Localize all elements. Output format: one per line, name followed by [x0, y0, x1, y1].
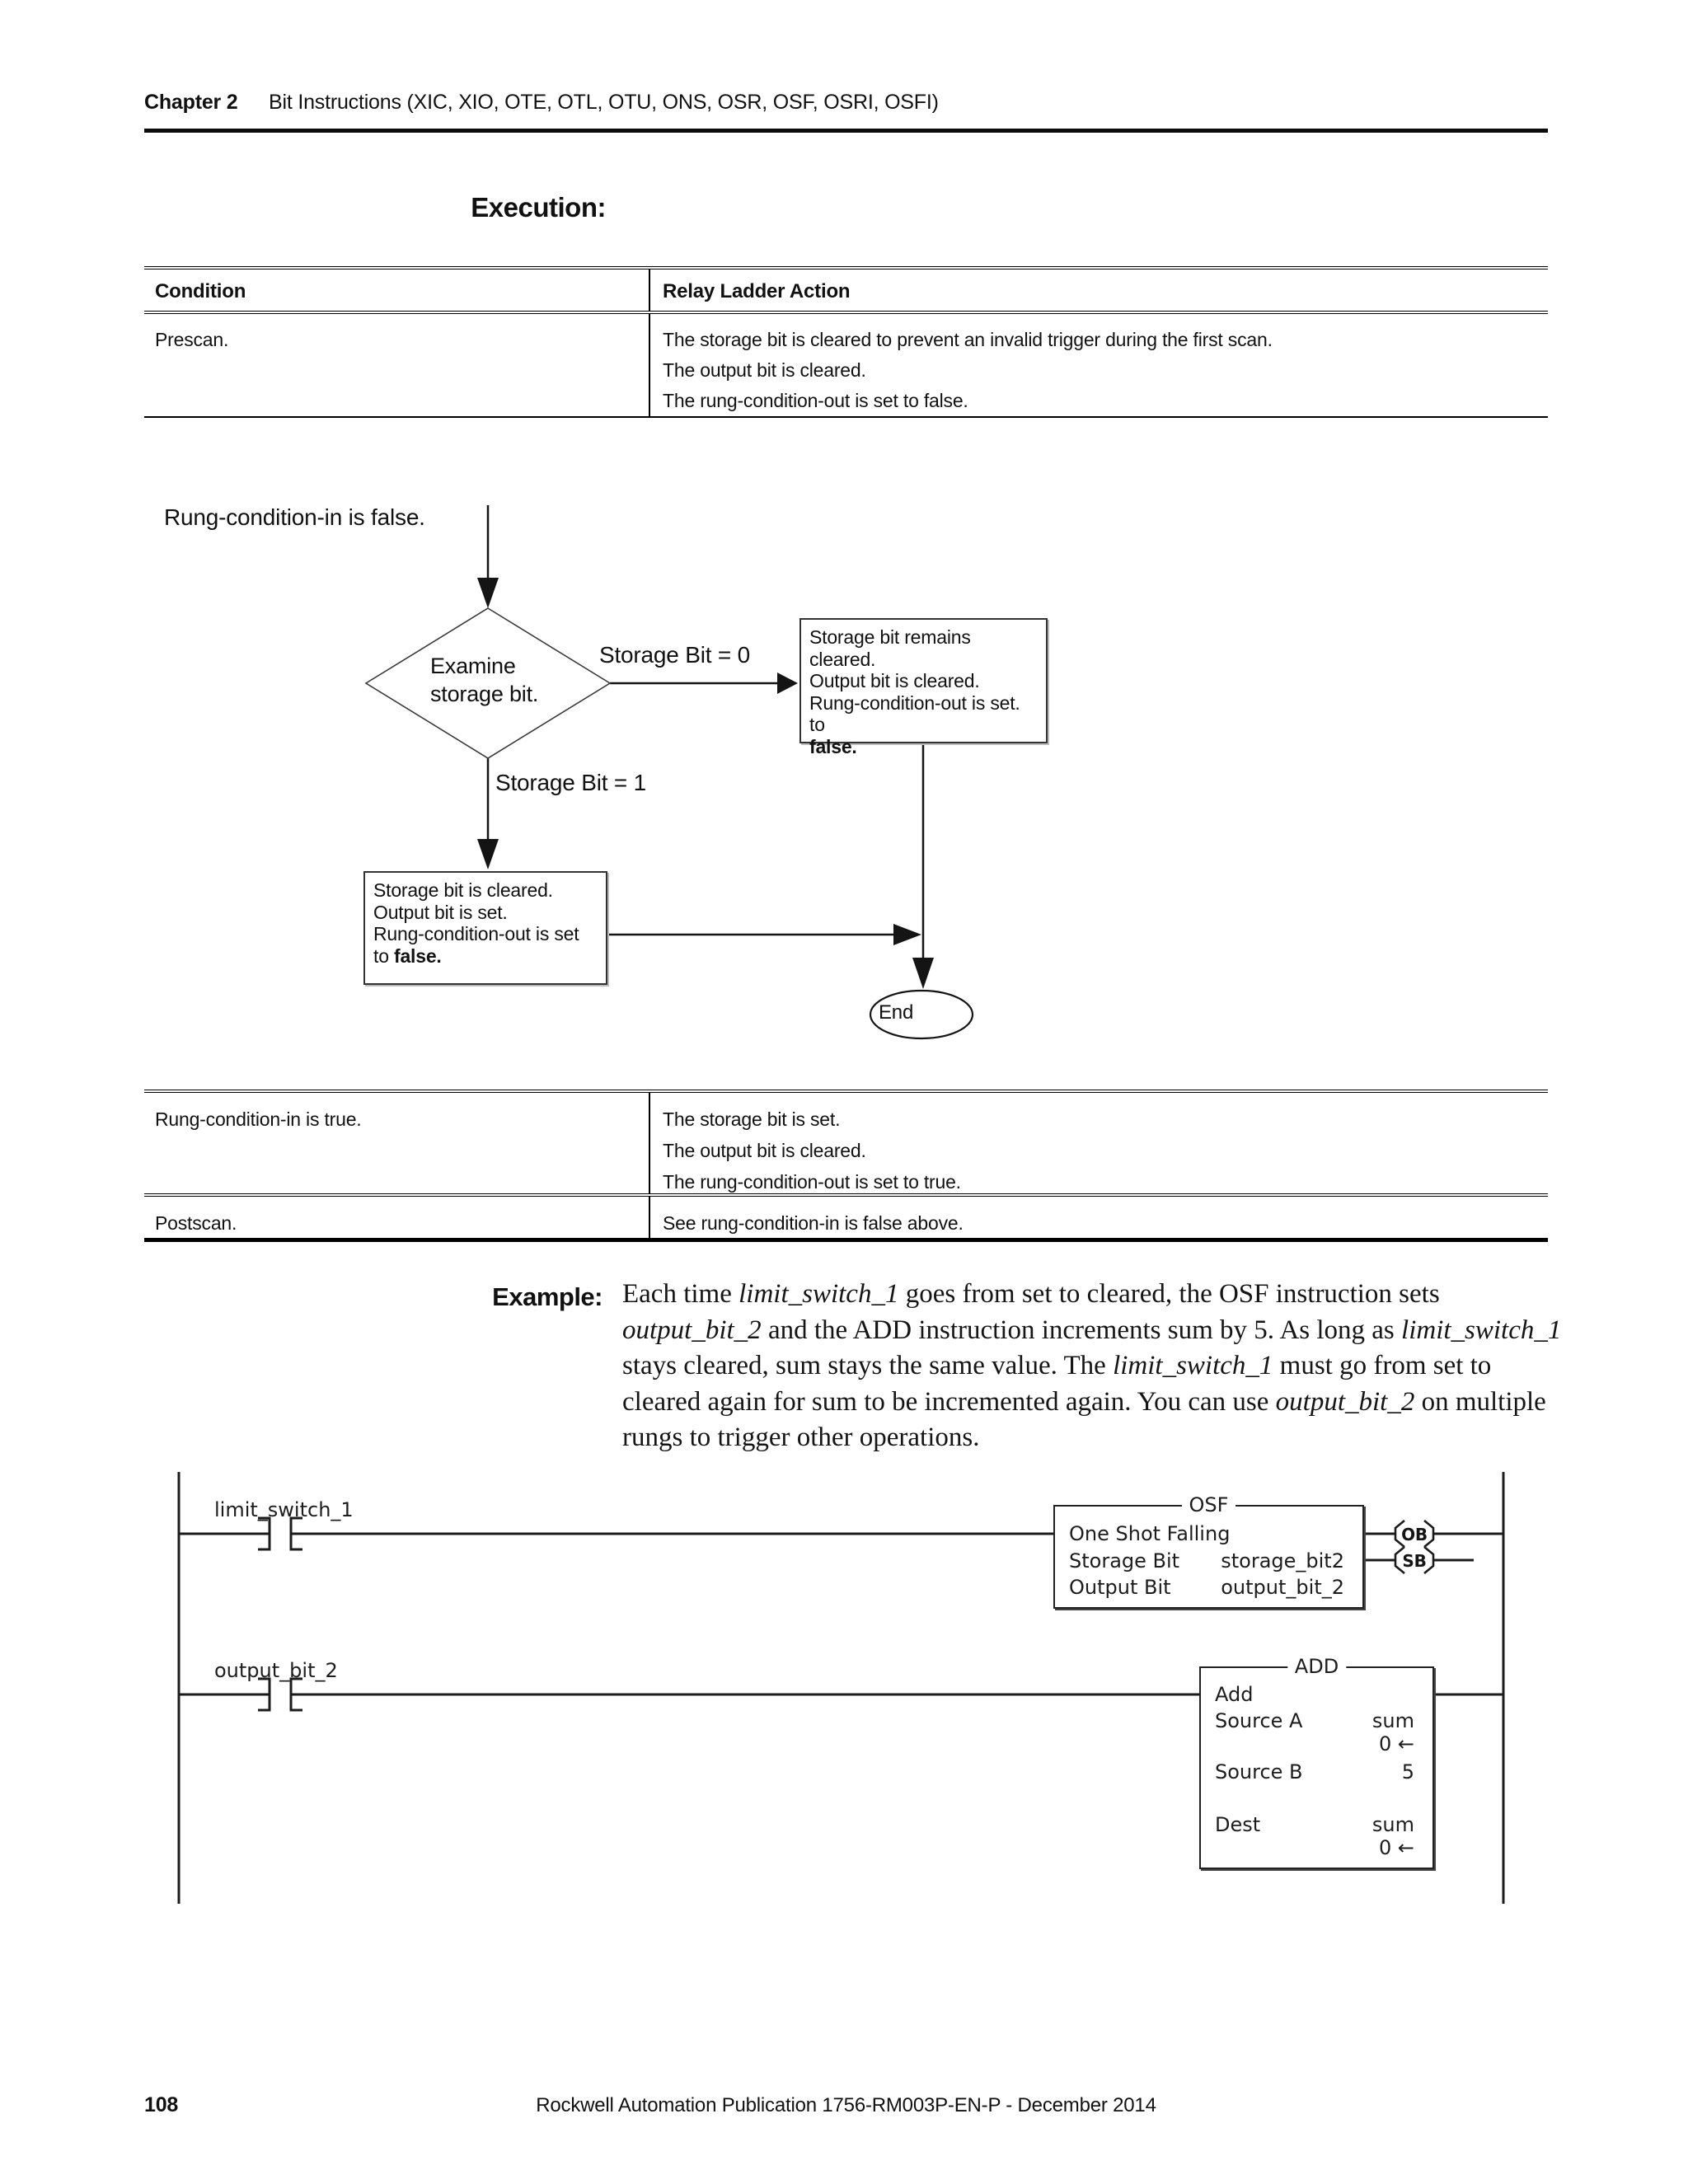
- prescan-condition: Prescan.: [155, 329, 229, 350]
- ob-coil-right-paren: [1423, 1519, 1435, 1549]
- osf-output-key: Output Bit: [1069, 1576, 1171, 1599]
- sb-coil-label: SB: [1402, 1551, 1426, 1571]
- execution-heading: Execution:: [471, 192, 606, 223]
- add-sourceb-key: Source B: [1215, 1760, 1303, 1783]
- rung-true-action-3: The rung-condition-out is set to true.: [663, 1171, 961, 1193]
- example-paragraph: Each time limit_switch_1 goes from set t…: [622, 1279, 1562, 1452]
- add-sourcea-value: sum: [1372, 1709, 1414, 1732]
- branch-storage-bit-1-label: Storage Bit = 1: [495, 770, 647, 795]
- rung-true-action-1: The storage bit is set.: [663, 1108, 841, 1130]
- osf-storage-row: Storage Bit storage_bit2: [1055, 1549, 1362, 1572]
- end-label: End: [879, 1001, 914, 1024]
- diamond-text-line1: Examine: [430, 654, 516, 678]
- contact1-left-bar: [258, 1516, 271, 1551]
- decision-diamond: [364, 607, 612, 759]
- execution-table-top: Condition Relay Ladder Action Prescan. T…: [144, 266, 1548, 418]
- rung-true-actions: The storage bit is set. The output bit i…: [649, 1093, 1548, 1193]
- storage0-line4-bold: false.: [809, 735, 857, 757]
- prescan-action-3: The rung-condition-out is set to false.: [663, 390, 968, 411]
- osf-output-row: Output Bit output_bit_2: [1055, 1576, 1362, 1599]
- add-sourcea-key: Source A: [1215, 1709, 1303, 1732]
- osf-output-value: output_bit_2: [1221, 1576, 1344, 1599]
- postscan-action-1: See rung-condition-in is false above.: [663, 1212, 964, 1234]
- sb-coil-right-paren: [1423, 1545, 1435, 1575]
- storage0-result-box: Storage bit remains cleared. Output bit …: [799, 618, 1048, 757]
- add-desc-row: Add: [1201, 1683, 1432, 1706]
- example-heading: Example:: [492, 1282, 603, 1311]
- osf-block-title: OSF: [1181, 1493, 1236, 1516]
- storage1-line4-bold: false.: [393, 944, 442, 967]
- add-block-title: ADD: [1287, 1655, 1347, 1678]
- col-header-action: Relay Ladder Action: [649, 269, 1548, 311]
- col-header-condition: Condition: [155, 280, 246, 302]
- add-dest-value: sum: [1372, 1813, 1414, 1836]
- table-row-postscan: Postscan. See rung-condition-in is false…: [144, 1197, 1548, 1242]
- storage1-line2: Output bit is set.: [373, 901, 508, 923]
- storage1-result-box: Storage bit is cleared. Output bit is se…: [363, 871, 607, 985]
- arrowhead-into-rightbox: [777, 673, 798, 694]
- storage0-line1: Storage bit remains cleared.: [809, 626, 971, 670]
- chapter-rule: [144, 129, 1548, 133]
- table-header-row: Condition Relay Ladder Action: [144, 269, 1548, 314]
- rung1-contact-label: limit_switch_1: [214, 1498, 354, 1521]
- execution-table-bottom: Rung-condition-in is true. The storage b…: [144, 1090, 1548, 1242]
- diamond-text-line2: storage bit.: [430, 682, 539, 706]
- arrowhead-into-downbox: [477, 839, 499, 869]
- add-sourceb-row: Source B 5: [1201, 1760, 1432, 1783]
- contact1-right-bar: [289, 1516, 302, 1551]
- flowchart-graphic: [364, 505, 974, 1040]
- page-number: 108: [144, 2093, 179, 2116]
- arrowhead-into-end: [912, 958, 934, 989]
- osf-desc: One Shot Falling: [1069, 1522, 1231, 1545]
- arrowhead-join-vertical: [893, 924, 921, 945]
- storage0-line3: Rung-condition-out is set. to: [809, 691, 1020, 736]
- add-dest-key: Dest: [1215, 1813, 1261, 1836]
- storage1-line3: Rung-condition-out is set: [373, 923, 579, 944]
- end-terminator: [869, 989, 974, 1040]
- ob-coil-left-paren: [1394, 1519, 1405, 1549]
- ob-coil-label: OB: [1401, 1525, 1428, 1544]
- contact2-right-bar: [289, 1677, 302, 1712]
- postscan-condition: Postscan.: [155, 1212, 237, 1234]
- storage0-line2: Output bit is cleared.: [809, 670, 980, 691]
- storage1-line1: Storage bit is cleared.: [373, 879, 553, 901]
- add-desc: Add: [1215, 1683, 1254, 1706]
- add-sourcea-current: 0 ←: [1378, 1732, 1414, 1755]
- osf-desc-row: One Shot Falling: [1055, 1522, 1362, 1545]
- prescan-actions: The storage bit is cleared to prevent an…: [649, 314, 1548, 416]
- sb-coil-left-paren: [1394, 1545, 1405, 1575]
- rung-true-action-2: The output bit is cleared.: [663, 1140, 866, 1161]
- branch-storage-bit-0-label: Storage Bit = 0: [599, 642, 751, 668]
- add-dest-row: Dest sum: [1201, 1813, 1432, 1836]
- table-row-rung-true: Rung-condition-in is true. The storage b…: [144, 1093, 1548, 1197]
- rung2-contact-label: output_bit_2: [214, 1659, 338, 1682]
- add-dest-current: 0 ←: [1378, 1836, 1414, 1859]
- add-sourcea-current-row: 0 ←: [1201, 1732, 1432, 1755]
- prescan-action-2: The output bit is cleared.: [663, 359, 866, 381]
- diamond-text: Examine storage bit.: [430, 652, 538, 708]
- osf-storage-value: storage_bit2: [1221, 1549, 1344, 1572]
- add-sourcea-row: Source A sum: [1201, 1709, 1432, 1732]
- entry-condition-label: Rung-condition-in is false.: [164, 504, 425, 530]
- ladder-graphic: OB SB: [177, 1472, 1505, 1904]
- osf-instruction-block: OSF One Shot Falling Storage Bit storage…: [1053, 1493, 1364, 1609]
- add-dest-current-row: 0 ←: [1201, 1836, 1432, 1859]
- chapter-title: Bit Instructions (XIC, XIO, OTE, OTL, OT…: [269, 91, 939, 114]
- rung-true-condition: Rung-condition-in is true.: [155, 1108, 362, 1130]
- storage1-line4-plain: to: [373, 944, 394, 967]
- table-row-prescan: Prescan. The storage bit is cleared to p…: [144, 314, 1548, 418]
- add-sourceb-value: 5: [1401, 1760, 1414, 1783]
- add-instruction-block: ADD Add Source A sum 0 ← Source B 5 Dest…: [1199, 1655, 1434, 1869]
- contact2-left-bar: [258, 1677, 271, 1712]
- arrowhead-into-diamond: [477, 578, 499, 608]
- postscan-actions: See rung-condition-in is false above.: [649, 1197, 1548, 1238]
- chapter-label: Chapter 2: [144, 91, 238, 114]
- prescan-action-1: The storage bit is cleared to prevent an…: [663, 329, 1273, 350]
- osf-storage-key: Storage Bit: [1069, 1549, 1180, 1572]
- publication-footer: Rockwell Automation Publication 1756-RM0…: [536, 2094, 1156, 2116]
